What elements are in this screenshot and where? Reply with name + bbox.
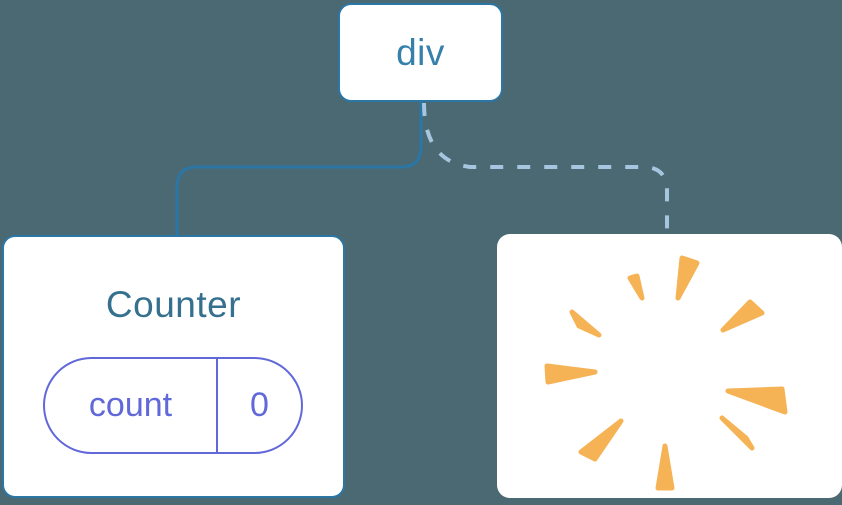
- poof-ray: [544, 363, 598, 385]
- poof-ray: [719, 415, 755, 451]
- poof-ray: [655, 443, 675, 491]
- counter-card: Counter count 0: [2, 235, 345, 498]
- poof-ray: [569, 309, 602, 338]
- solid-link: [175, 101, 423, 236]
- state-key-label: count: [45, 359, 218, 452]
- poof-starburst-icon: [544, 255, 788, 491]
- removed-card: [497, 234, 842, 498]
- root-node-label: div: [396, 31, 445, 73]
- root-node-div: div: [338, 3, 503, 102]
- state-value-label: 0: [250, 386, 269, 424]
- poof-ray: [675, 255, 700, 301]
- poof-ray: [720, 299, 765, 333]
- state-pill: count 0: [43, 357, 303, 454]
- poof-ray: [627, 273, 645, 301]
- dashed-link: [422, 102, 669, 235]
- counter-card-title: Counter: [105, 284, 242, 325]
- poof-ray: [578, 418, 624, 462]
- poof-ray: [725, 386, 788, 415]
